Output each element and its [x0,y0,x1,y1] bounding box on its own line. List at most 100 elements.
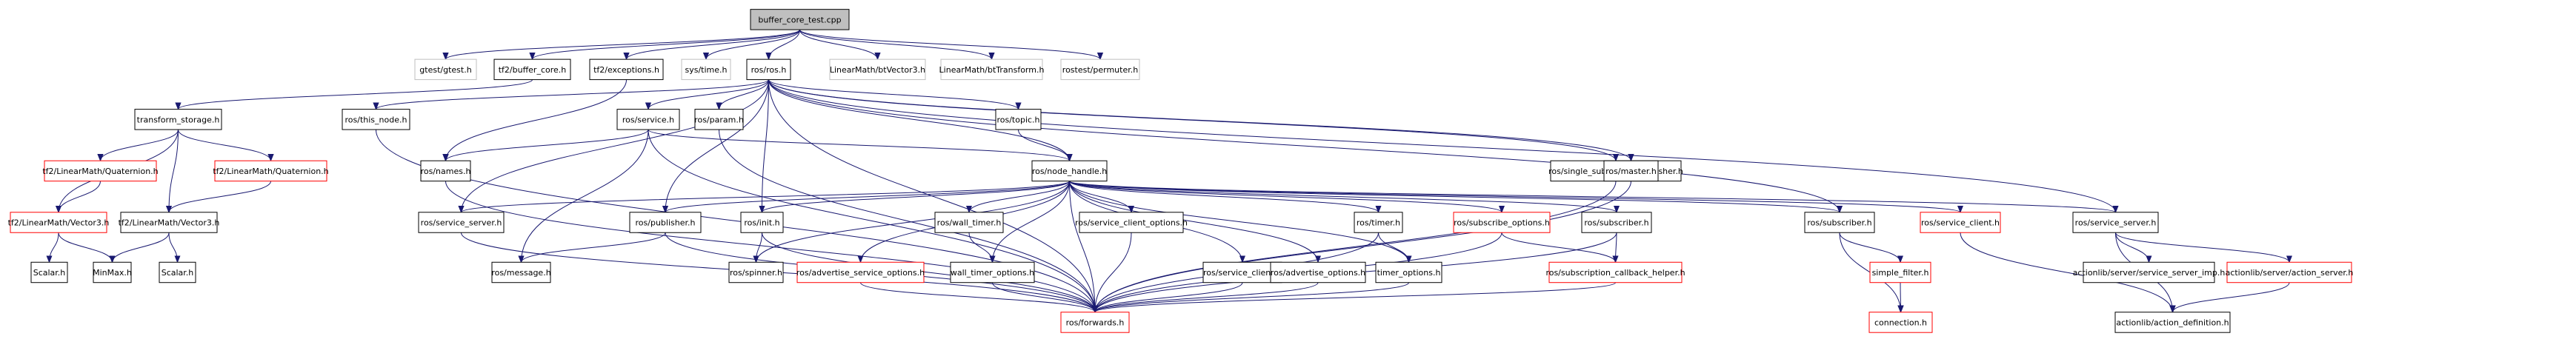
node-label: ros/service_client.h [1921,218,2000,228]
edge-tf2-linearmath-vector3-h-to-minmax-h [58,232,113,263]
node-ros-timer-h[interactable]: ros/timer.h [1354,212,1403,233]
edge-ros-master-h-to-ros-forwards-h [1095,181,1631,312]
node-connection-h[interactable]: connection.h [1868,312,1933,333]
node-ros-advertise-service-options-h[interactable]: ros/advertise_service_options.h [796,261,925,283]
node-wall-timer-options-h[interactable]: wall_timer_options.h [950,261,1035,283]
node-label: transform_storage.h [137,115,220,124]
node-box [414,58,477,81]
node-box [1270,261,1366,283]
node-actionlib-server-action-server-h[interactable]: actionlib/server/action_server.h [2226,261,2354,283]
node-ros-node-handle-h[interactable]: ros/node_handle.h [1031,160,1108,182]
node-ros-message-h[interactable]: ros/message.h [491,261,551,283]
node-label: tf2/exceptions.h [593,65,659,75]
node-ros-subscriber-h[interactable]: ros/subscriber.h [1581,212,1652,233]
node-ros-service-client-options-h[interactable]: ros/service_client_options.h [1075,212,1188,233]
node-ros-spinner-h[interactable]: ros/spinner.h [728,261,784,283]
edge-wall-timer-options-h-to-ros-forwards-h [992,282,1096,312]
node-label: ros/wall_timer.h [937,218,1002,228]
node-ros-param-h[interactable]: ros/param.h [694,109,744,130]
node-box [2226,261,2352,283]
node-ros-service-h[interactable]: ros/service.h [616,109,680,130]
node-box [134,109,222,130]
edge-buffer-core-test-cpp-to-tf2-buffer-core-h [533,29,800,60]
node-simple-filter-h[interactable]: simple_filter.h [1869,261,1931,283]
node-actionlib-action-definition-h[interactable]: actionlib/action_definition.h [2114,312,2231,333]
edge-ros-node-handle-h-to-wall-timer-options-h [993,181,1070,263]
node-ros-subscriber-h[interactable]: ros/subscriber.h [1804,212,1875,233]
edge-tf2-linearmath-vector3-h-to-minmax-h [113,232,170,263]
edge-tf2-linearmath-vector3-h-to-scalar-h [50,232,59,262]
node-tf2-linearmath-quaternion-h[interactable]: tf2/LinearMath/Quaternion.h [42,160,159,182]
node-ros-ros-h[interactable]: ros/ros.h [746,58,791,81]
edge-tf2-linearmath-vector3-h-to-scalar-h [168,232,178,262]
node-timer-options-h[interactable]: timer_options.h [1375,261,1442,283]
edge-ros-node-handle-h-to-ros-publisher-h [665,181,1070,213]
edge-ros-names-h-to-ros-forwards-h [445,181,1096,312]
node-ros-subscribe-options-h[interactable]: ros/subscribe_options.h [1453,212,1551,233]
edge-ros-init-h-to-ros-spinner-h [756,232,762,262]
node-ros-names-h[interactable]: ros/names.h [420,160,471,182]
node-transform-storage-h[interactable]: transform_storage.h [134,109,222,130]
edge-ros-service-h-to-ros-node-handle-h [648,129,1070,161]
node-tf2-linearmath-vector3-h[interactable]: tf2/LinearMath/Vector3.h [8,212,110,233]
node-scalar-h[interactable]: Scalar.h [159,261,196,283]
edge-ros-node-handle-h-to-ros-spinner-h [756,181,1070,263]
node-box [750,9,850,30]
edge-ros-ros-h-to-ros-param-h [719,79,769,110]
node-ros-init-h[interactable]: ros/init.h [740,212,784,233]
node-tf2-buffer-core-h[interactable]: tf2/buffer_core.h [493,58,571,81]
node-box [214,160,327,182]
node-box [746,58,791,81]
node-box [995,109,1042,130]
edge-ros-node-handle-h-to-ros-advertise-options-h [1069,181,1319,263]
node-ros-service-server-h[interactable]: ros/service_server.h [2072,212,2159,233]
node-label: Scalar.h [33,268,66,278]
edge-transform-storage-h-to-tf2-linearmath-quaternion-h [101,129,179,161]
node-ros-advertise-options-h[interactable]: ros/advertise_options.h [1270,261,1366,283]
node-ros-wall-timer-h[interactable]: ros/wall_timer.h [934,212,1004,233]
edge-ros-ros-h-to-ros-init-h [762,79,769,212]
node-tf2-linearmath-vector3-h[interactable]: tf2/LinearMath/Vector3.h [119,212,220,233]
node-ros-service-client-h[interactable]: ros/service_client.h [1202,261,1282,283]
edge-ros-ros-h-to-ros-topic-h [768,79,1019,110]
node-box [728,261,784,283]
node-label: rostest/permuter.h [1062,65,1138,75]
edge-buffer-core-test-cpp-to-gtest-gtest-h [446,29,800,60]
edge-ros-service-client-h-to-actionlib-action-definition-h [1960,232,2173,312]
edge-ros-ros-h-to-ros-publisher-h [665,79,769,212]
node-ros-topic-h[interactable]: ros/topic.h [995,109,1042,130]
node-ros-this-node-h[interactable]: ros/this_node.h [342,109,410,130]
edge-transform-storage-h-to-tf2-linearmath-vector3-h [169,130,179,212]
node-ros-master-h[interactable]: ros/master.h [1603,160,1659,182]
node-label: sys/time.h [685,65,728,75]
edge-tf2-exceptions-h-to-ros-names-h [446,79,627,161]
node-label: ros/spinner.h [730,268,782,278]
node-minmax-h[interactable]: MinMax.h [93,261,132,283]
node-tf2-linearmath-quaternion-h[interactable]: tf2/LinearMath/Quaternion.h [213,160,329,182]
node-label: ros/publisher.h [636,218,696,228]
node-label: wall_timer_options.h [951,268,1034,278]
edge-ros-subscriber-h-to-simple-filter-h [1839,232,1900,263]
edge-actionlib-server-action-server-h-to-actionlib-action-definition-h [2173,282,2290,312]
node-label: actionlib/action_definition.h [2116,318,2229,327]
node-box [616,109,680,130]
node-scalar-h[interactable]: Scalar.h [30,261,68,283]
node-ros-subscription-callback-helper-h[interactable]: ros/subscription_callback_helper.h [1545,261,1685,283]
node-ros-service-client-h[interactable]: ros/service_client.h [1920,212,2001,233]
edge-transform-storage-h-to-tf2-linearmath-quaternion-h [178,129,271,161]
node-label: buffer_core_test.cpp [758,15,841,24]
edge-ros-service-server-h-to-actionlib-server-action-server-h [2115,232,2290,263]
edge-ros-param-h-to-ros-forwards-h [719,130,1096,312]
node-actionlib-server-service-server-imp-h[interactable]: actionlib/server/service_server_imp.h [2073,261,2226,283]
edge-ros-publisher-h-to-ros-message-h [522,232,666,263]
node-tf2-exceptions-h[interactable]: tf2/exceptions.h [589,58,664,81]
node-label: ros/subscribe_options.h [1454,218,1550,228]
node-ros-forwards-h[interactable]: ros/forwards.h [1060,312,1130,333]
edge-ros-subscription-callback-helper-h-to-ros-forwards-h [1095,282,1616,313]
edge-buffer-core-test-cpp-to-sys-time-h [706,29,800,60]
node-ros-service-server-h[interactable]: ros/service_server.h [418,212,505,233]
node-buffer-core-test-cpp[interactable]: buffer_core_test.cpp [750,9,850,30]
node-ros-publisher-h[interactable]: ros/publisher.h [629,212,702,233]
node-box [796,261,925,283]
node-box [681,58,731,81]
